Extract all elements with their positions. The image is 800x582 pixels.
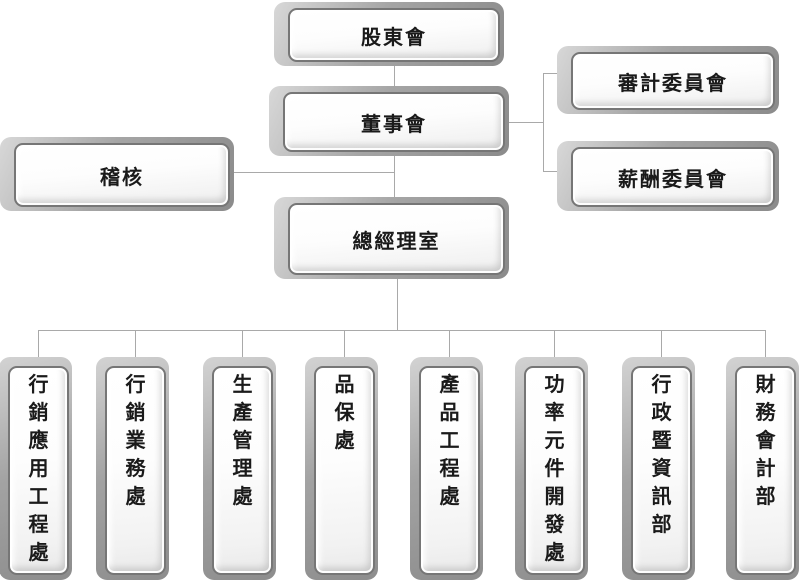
connector-bracket-vertical <box>543 73 544 172</box>
org-node-dept-marketing-application-engineering: 行 銷 應 用 工 程 處 <box>0 357 72 580</box>
node-label-dept-1: 行 銷 應 用 工 程 處 <box>28 374 49 564</box>
connector-drop-dept-8 <box>765 330 766 366</box>
org-node-audit-committee: 審計委員會 <box>557 46 779 114</box>
connector-board-bracket <box>505 122 543 123</box>
node-face <box>735 366 796 575</box>
org-node-dept-finance-accounting: 財 務 會 計 部 <box>726 357 799 580</box>
connector-drop-dept-2 <box>135 330 136 366</box>
node-face <box>571 147 775 207</box>
node-label-board: 董事會 <box>361 113 427 136</box>
connector-bus <box>38 330 766 331</box>
org-node-dept-product-engineering: 產 品 工 程 處 <box>410 357 483 580</box>
org-node-dept-marketing-sales: 行 銷 業 務 處 <box>96 357 169 580</box>
node-face <box>8 366 69 575</box>
org-node-shareholders: 股東會 <box>274 2 504 66</box>
connector-shareholders-board <box>394 62 395 92</box>
org-node-compensation-committee: 薪酬委員會 <box>557 141 779 211</box>
node-face <box>419 366 480 575</box>
connector-drop-dept-1 <box>38 330 39 366</box>
node-label-dept-7: 行 政 暨 資 訊 部 <box>651 374 672 536</box>
node-face <box>571 52 775 110</box>
node-label-shareholders: 股東會 <box>361 26 427 49</box>
node-face <box>314 366 375 575</box>
org-node-dept-admin-information: 行 政 暨 資 訊 部 <box>622 357 695 580</box>
connector-gm-bus <box>397 275 398 330</box>
node-face <box>631 366 692 575</box>
node-label-gm-office: 總經理室 <box>352 230 441 253</box>
node-label-internal-audit: 稽核 <box>100 166 144 189</box>
node-label-dept-5: 產 品 工 程 處 <box>439 374 460 508</box>
node-label-dept-4: 品 保 處 <box>334 374 355 452</box>
node-face <box>212 366 273 575</box>
node-label-audit-committee: 審計委員會 <box>618 72 728 95</box>
connector-drop-dept-3 <box>242 330 243 366</box>
connector-drop-dept-4 <box>344 330 345 366</box>
connector-board-gm <box>394 152 395 203</box>
org-node-internal-audit: 稽核 <box>0 137 234 211</box>
org-node-gm-office: 總經理室 <box>274 197 509 279</box>
node-label-compensation-committee: 薪酬委員會 <box>618 168 728 191</box>
node-face <box>283 92 505 152</box>
connector-drop-dept-6 <box>554 330 555 366</box>
node-label-dept-2: 行 銷 業 務 處 <box>125 374 146 508</box>
node-face <box>524 366 585 575</box>
org-node-dept-power-device-development: 功 率 元 件 開 發 處 <box>515 357 588 580</box>
connector-drop-dept-7 <box>661 330 662 366</box>
node-label-dept-8: 財 務 會 計 部 <box>755 374 776 508</box>
org-node-dept-quality-assurance: 品 保 處 <box>305 357 378 580</box>
org-node-board: 董事會 <box>269 86 509 156</box>
org-node-dept-production-management: 生 產 管 理 處 <box>203 357 276 580</box>
node-face <box>105 366 166 575</box>
node-label-dept-6: 功 率 元 件 開 發 處 <box>544 374 565 564</box>
node-face <box>288 8 500 62</box>
node-face <box>288 203 505 275</box>
connector-drop-dept-5 <box>449 330 450 366</box>
connector-internal-audit <box>230 172 394 173</box>
node-label-dept-3: 生 產 管 理 處 <box>232 374 253 508</box>
node-face <box>14 143 230 207</box>
